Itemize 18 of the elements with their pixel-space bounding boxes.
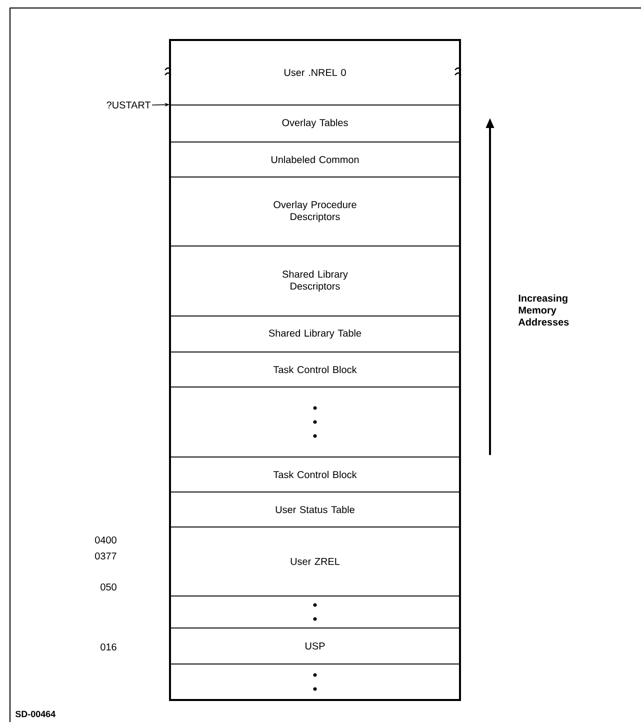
node-label: User .NREL 0 <box>284 68 346 76</box>
address-label: 0377 <box>95 552 116 560</box>
address-label: 050 <box>100 583 116 591</box>
address-label: 0400 <box>95 536 116 544</box>
note-text: Increasing Memory Addresses <box>518 294 569 326</box>
memory-row: Shared Library Descriptors <box>170 246 460 316</box>
memory-row: Overlay Procedure Descriptors <box>170 176 460 246</box>
memory-row: Shared Library Table <box>170 316 460 352</box>
memory-row: USP <box>170 628 460 664</box>
memory-row: User Status Table <box>170 492 460 528</box>
pointer-label: ?USTART <box>106 101 151 109</box>
address-label: 016 <box>100 643 116 651</box>
memory-row: Task Control Block <box>170 352 460 388</box>
memory-row: User ZREL <box>170 526 460 596</box>
memory-row: Unlabeled Common <box>170 142 460 178</box>
memory-row: Overlay Tables <box>170 104 460 142</box>
figure-id: SD-00464 <box>15 710 56 718</box>
memory-row: Task Control Block <box>170 456 460 492</box>
